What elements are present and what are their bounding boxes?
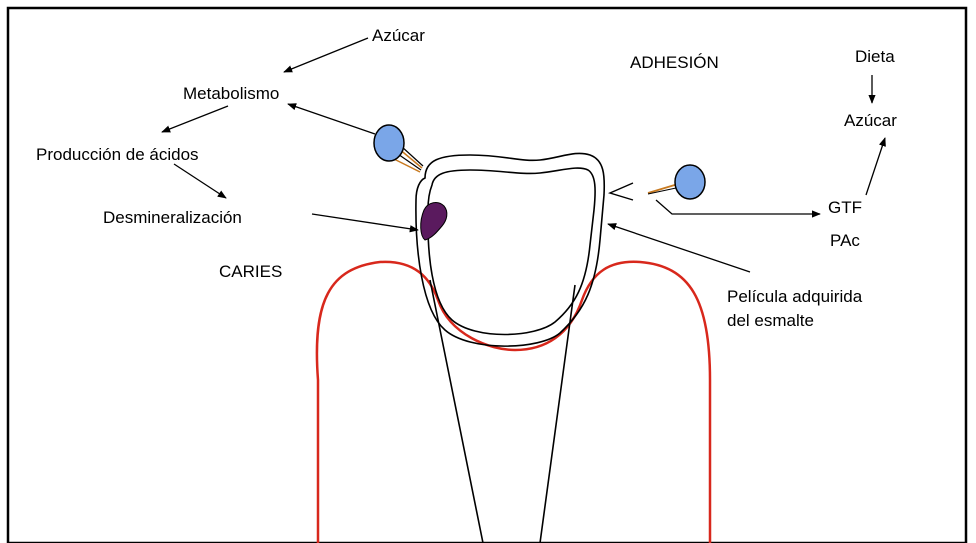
arrow-pelicula [608,224,750,272]
bacterium-right [648,165,705,199]
gum-outline [317,262,710,543]
label-pelicula-line1: Película adquirida [727,287,863,306]
arrow-gtf-azucar [866,138,885,195]
diagram-frame [8,8,966,543]
arrow-azucar-metabolismo [284,38,368,72]
label-azucar-top: Azúcar [372,26,425,45]
tooth-pellicle [416,153,604,346]
label-azucar-right: Azúcar [844,111,897,130]
arrow-bacteria-gtf [656,200,820,214]
label-gtf: GTF [828,198,862,217]
arrow-bacteria-metabolismo [288,104,375,134]
arrow-metabolismo-produccion [162,106,228,132]
label-pac: PAc [830,231,860,250]
tooth-enamel [428,168,595,334]
label-caries: CARIES [219,262,282,281]
label-produccion: Producción de ácidos [36,145,199,164]
adhesion-receptor [610,183,633,200]
arrow-desmineralizacion-lesion [312,214,418,230]
label-adhesion: ADHESIÓN [630,53,719,72]
arrow-produccion-desmineralizacion [174,164,226,198]
label-dieta: Dieta [855,47,895,66]
label-metabolismo: Metabolismo [183,84,279,103]
caries-lesion [421,203,447,240]
bacterium-left [374,125,423,172]
label-pelicula-line2: del esmalte [727,311,814,330]
label-desmineralizacion: Desmineralización [103,208,242,227]
